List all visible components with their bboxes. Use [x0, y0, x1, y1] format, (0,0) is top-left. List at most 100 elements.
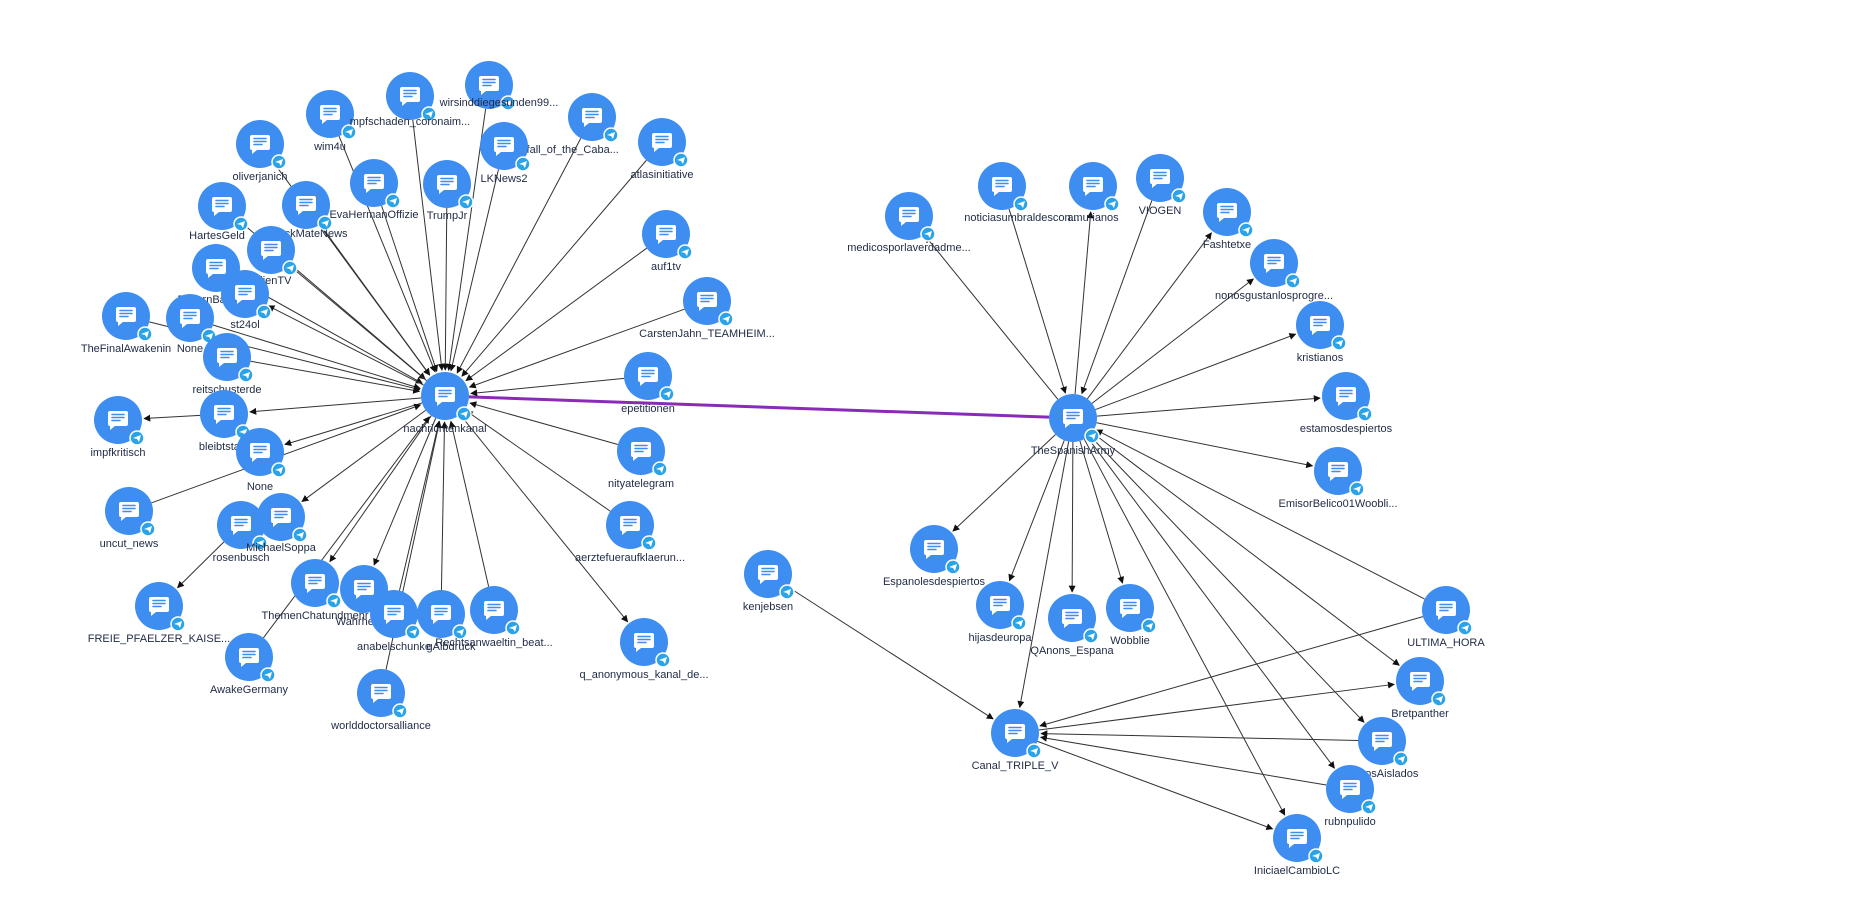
chat-bubble-icon — [1410, 672, 1430, 691]
node-label: noticiasumbraldescon... — [964, 212, 1080, 224]
node-worlddoctorsalliance[interactable]: worlddoctorsalliance — [330, 669, 431, 732]
node-LKNews2[interactable]: LKNews2 — [480, 122, 531, 185]
telegram-icon — [779, 584, 795, 600]
node-nityatelegram[interactable]: nityatelegram — [608, 427, 674, 490]
node-kristianos[interactable]: kristianos — [1296, 301, 1347, 364]
chat-bubble-icon — [400, 87, 420, 106]
telegram-icon — [1083, 628, 1099, 644]
node-label: estamosdespiertos — [1300, 423, 1393, 435]
node-TheSpanishArmy[interactable]: TheSpanishArmy — [1031, 394, 1116, 457]
node-rosenbusch[interactable]: rosenbusch — [213, 501, 270, 564]
chat-bubble-icon — [296, 196, 316, 215]
node-auf1tv[interactable]: auf1tv — [642, 210, 693, 273]
node-MichaelSoppa[interactable]: MichaelSoppa — [246, 493, 317, 554]
telegram-icon — [718, 311, 734, 327]
chat-bubble-icon — [656, 225, 676, 244]
node-medicosporlaverdad[interactable]: medicosporlaverdadme... — [847, 192, 971, 254]
chat-bubble-icon — [239, 648, 259, 667]
node-wirsinddiegesunden[interactable]: wirsinddiegesunden99... — [439, 61, 559, 111]
chat-bubble-icon — [1150, 169, 1170, 188]
node-kenjebsen[interactable]: kenjebsen — [743, 550, 795, 613]
node-Albdruck[interactable]: gAlbdruck — [417, 590, 476, 653]
node-fall_of_cabal[interactable]: the_fall_of_the_Caba... — [505, 93, 619, 156]
telegram-icon — [458, 194, 474, 210]
node-label: VIOGEN — [1139, 205, 1182, 217]
chat-bubble-icon — [119, 502, 139, 521]
node-uncut_news[interactable]: uncut_news — [100, 487, 159, 550]
edge-nachrichtenkanal-to-q_anonymous — [459, 414, 629, 623]
telegram-icon — [317, 215, 333, 231]
node-q_anonymous[interactable]: q_anonymous_kanal_de... — [579, 618, 709, 681]
node-Canal_TRIPLE_V[interactable]: Canal_TRIPLE_V — [972, 709, 1059, 772]
node-anabelschunke[interactable]: anabelschunke — [357, 590, 431, 653]
node-atlasinitiative[interactable]: atlasinitiative — [631, 118, 694, 181]
chat-bubble-icon — [638, 367, 658, 386]
node-reitschusterde[interactable]: reitschusterde — [192, 333, 262, 396]
telegram-icon — [405, 624, 421, 640]
telegram-icon — [452, 624, 468, 640]
node-AwakeGermany[interactable]: AwakeGermany — [210, 633, 289, 696]
node-Bretpanther[interactable]: Bretpanther — [1391, 657, 1449, 720]
node-epetitionen[interactable]: epetitionen — [621, 352, 675, 415]
node-EvaHermanOffizie[interactable]: EvaHermanOffizie — [329, 159, 419, 221]
chat-bubble-icon — [631, 442, 651, 461]
node-QAnons_Espana[interactable]: QAnons_Espana — [1030, 594, 1114, 657]
node-nachrichtenkanal[interactable]: nachrichtenkanal — [403, 372, 487, 435]
node-noticiasumbral[interactable]: noticiasumbraldescon... — [964, 162, 1080, 224]
node-estamosdespiertos[interactable]: estamosdespiertos — [1300, 372, 1393, 435]
telegram-icon — [505, 620, 521, 636]
edge-TrumpJr-to-nachrichtenkanal — [441, 207, 449, 371]
telegram-icon — [652, 461, 668, 477]
node-Wobblie[interactable]: Wobblie — [1106, 584, 1157, 647]
chat-bubble-icon — [1063, 409, 1083, 428]
edge-nachrichtenkanal-to-bleibtstark — [249, 397, 422, 415]
chat-bubble-icon — [634, 633, 654, 652]
node-label: nonosgustanlosprogre... — [1215, 290, 1333, 302]
edge-nachrichtenkanal-to-MichaelSoppa — [301, 409, 426, 502]
chat-bubble-icon — [758, 565, 778, 584]
chat-bubble-icon — [231, 516, 251, 535]
node-Espanolesdespiertos[interactable]: Espanolesdespiertos — [883, 525, 986, 588]
edge-TheSpanishArmy-to-EmisorBelico — [1096, 422, 1314, 469]
edge-uncut_news-to-nachrichtenkanal — [151, 403, 422, 504]
node-None2[interactable]: None — [236, 428, 287, 493]
node-EmisorBelico[interactable]: EmisorBelico01Woobli... — [1278, 447, 1398, 510]
node-IniciaelCambioLC[interactable]: IniciaelCambioLC — [1254, 814, 1340, 877]
node-amurianos[interactable]: amurianos — [1067, 162, 1120, 224]
node-wim4u[interactable]: wim4u — [306, 90, 357, 153]
node-FREIE_PFAELZER[interactable]: FREIE_PFAELZER_KAISE... — [88, 582, 230, 645]
node-oliverjanich[interactable]: oliverjanich — [232, 120, 288, 183]
edge-VIOGEN-to-TheSpanishArmy — [1080, 200, 1153, 395]
node-TheFinalAwakening[interactable]: TheFinalAwakenin — [81, 292, 171, 355]
node-CarstenJahn[interactable]: CarstenJahn_TEAMHEIM... — [639, 277, 775, 340]
node-label: Wahrhei — [336, 616, 377, 628]
node-TrumpJr[interactable]: TrumpJr — [423, 160, 474, 222]
node-Rechtsanwaeltin[interactable]: Rechtsanwaeltin_beat... — [435, 586, 553, 649]
edge-Canal_TRIPLE_V-to-Bretpanther — [1038, 681, 1395, 731]
chat-bubble-icon — [1328, 462, 1348, 481]
node-Fashtetxe[interactable]: Fashtetxe — [1203, 188, 1254, 251]
node-hijasdeuropa[interactable]: hijasdeuropa — [969, 581, 1033, 644]
node-rubnpulido[interactable]: rubnpulido — [1324, 765, 1377, 828]
node-nonosgustanlos[interactable]: nonosgustanlosprogre... — [1215, 239, 1333, 302]
node-st24ol[interactable]: st24ol — [221, 270, 272, 331]
node-label: ULTIMA_HORA — [1407, 637, 1485, 649]
chat-bubble-icon — [582, 108, 602, 127]
node-label: None — [177, 343, 203, 355]
node-HartesGeld[interactable]: HartesGeld — [189, 182, 249, 242]
chat-bubble-icon — [1436, 601, 1456, 620]
node-ULTIMA_HORA[interactable]: ULTIMA_HORA — [1407, 586, 1485, 649]
node-impfschaden[interactable]: mpfschaden_coronaim... — [350, 72, 470, 128]
chat-bubble-icon — [354, 580, 374, 599]
node-aerztefueraufklaerung[interactable]: aerztefueraufklaerun... — [575, 501, 685, 564]
node-label: LKNews2 — [480, 173, 527, 185]
telegram-icon — [1285, 273, 1301, 289]
telegram-icon — [256, 304, 272, 320]
telegram-icon — [1084, 428, 1100, 444]
node-label: kristianos — [1297, 352, 1344, 364]
telegram-icon — [1104, 196, 1120, 212]
node-impfkritisch[interactable]: impfkritisch — [90, 396, 146, 459]
node-ThemenChatundmehr[interactable]: ThemenChatundmehr — [261, 559, 369, 622]
node-VIOGEN[interactable]: VIOGEN — [1136, 154, 1187, 217]
